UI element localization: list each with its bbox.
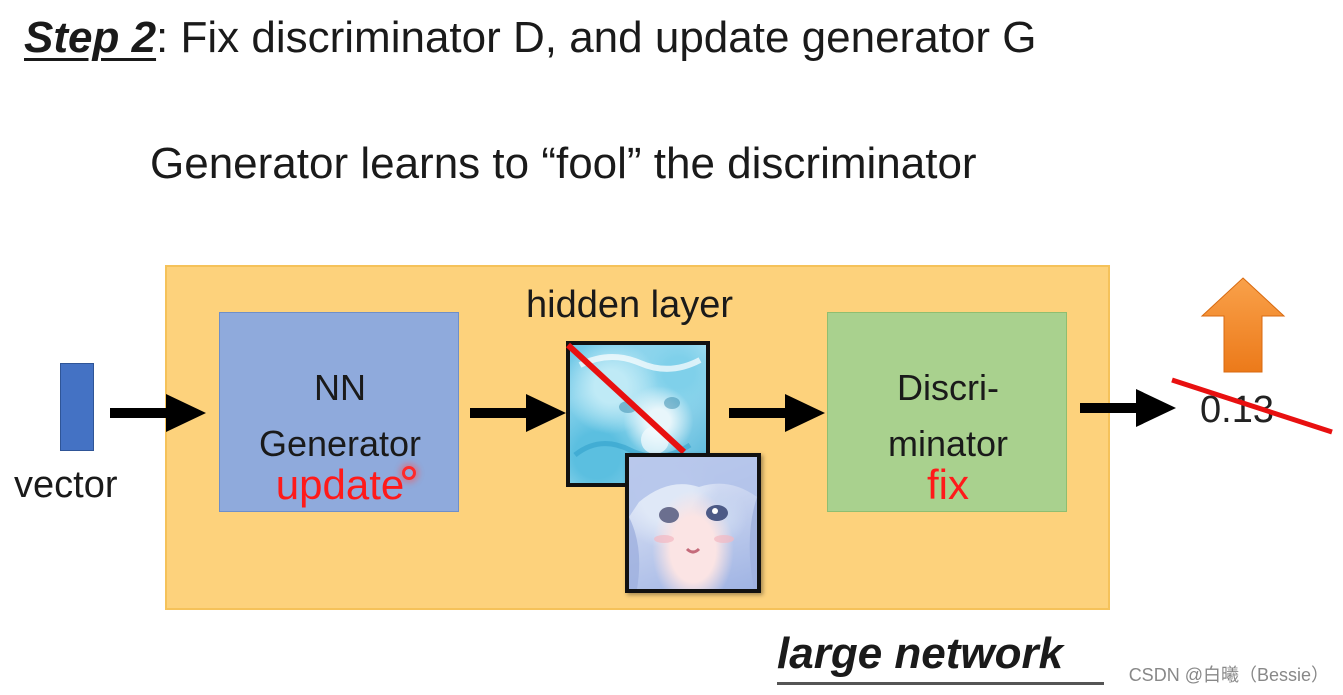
slide-subtitle: Generator learns to “fool” the discrimin… [150, 139, 977, 188]
slide-title: Step 2: Fix discriminator D, and update … [24, 12, 1036, 64]
generator-label-line1: NN [314, 367, 366, 408]
nn-generator-box: NN Generator update [219, 312, 459, 512]
step-description: : Fix discriminator D, and update genera… [156, 13, 1037, 62]
step-label: Step 2 [24, 13, 157, 62]
discriminator-score: 0.13 [1200, 389, 1274, 431]
arrow-vector-to-generator [110, 394, 206, 432]
large-network-label: large network [777, 629, 1064, 678]
discriminator-box: Discri- minator fix [827, 312, 1067, 512]
hidden-layer-label: hidden layer [526, 284, 734, 326]
vector-label: vector [14, 464, 118, 506]
discriminator-label-line2: minator [887, 423, 1009, 464]
generator-update-note: update [275, 461, 405, 508]
arrow-discriminator-to-score [1080, 389, 1176, 427]
arrow-generator-to-hidden-layer [470, 394, 566, 432]
up-arrow-icon [1200, 277, 1286, 373]
discriminator-label-line1: Discri- [897, 367, 999, 408]
anime-face-image [625, 453, 761, 593]
input-vector-bar [60, 363, 94, 451]
arrow-hidden-layer-to-discriminator [729, 394, 825, 432]
watermark: CSDN @白曦（Bessie） [1128, 665, 1329, 685]
discriminator-fix-note: fix [927, 461, 969, 508]
large-network-underline [777, 682, 1104, 685]
pointer-cursor-icon [402, 466, 416, 480]
generator-label-line2: Generator [258, 423, 422, 464]
anime-face-drawing [629, 457, 757, 589]
